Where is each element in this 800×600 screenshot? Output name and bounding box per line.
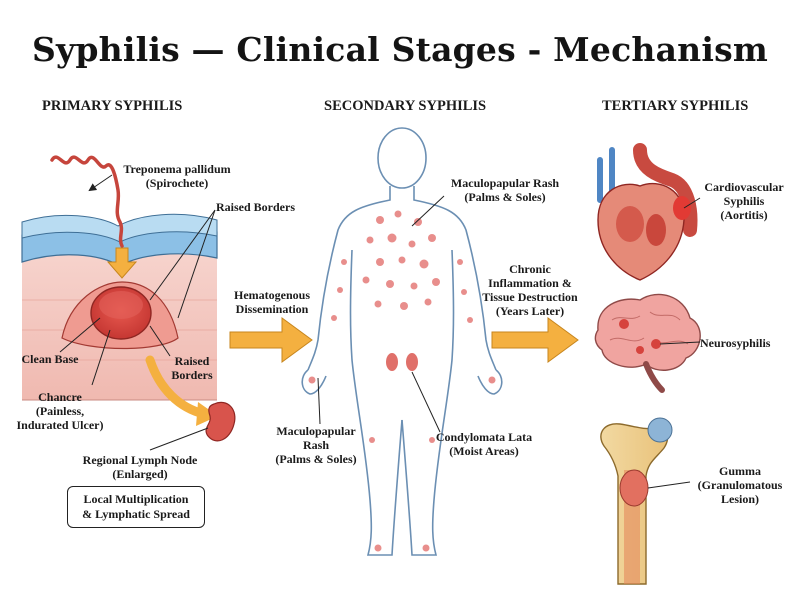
secondary-leader-lines — [317, 195, 445, 433]
label-clean-base: Clean Base — [21, 352, 79, 366]
label-raised-borders-right: Raised Borders — [171, 354, 213, 382]
human-body-outline — [301, 127, 503, 556]
tertiary-leader-lines — [647, 197, 701, 489]
lymph-arrow-head-icon — [196, 402, 218, 426]
section-tertiary: TERTIARY SYPHILIS — [602, 98, 749, 114]
page-title: Syphilis — Clinical Stages - Mechanism — [31, 30, 768, 69]
rash-spots — [308, 210, 496, 552]
label-cardiovascular: Cardiovascular Syphilis (Aortitis) — [704, 180, 784, 222]
spirochete-icon — [50, 155, 124, 248]
brain-icon — [594, 293, 701, 393]
label-lymph-node: Regional Lymph Node (Enlarged) — [82, 453, 198, 481]
chronic-arrow-icon — [491, 317, 579, 363]
gumma-lesion — [619, 469, 649, 507]
label-condylomata: Condylomata Lata (Moist Areas) — [435, 430, 533, 458]
outer-skin-surface — [21, 213, 218, 243]
entry-arrow-icon — [106, 247, 138, 279]
label-raised-borders-top: Raised Borders — [216, 200, 295, 214]
aortitis-lesion — [673, 196, 691, 220]
hematogenous-arrow-icon — [229, 317, 313, 363]
section-primary: PRIMARY SYPHILIS — [42, 98, 183, 114]
label-rash-top: Maculopapular Rash (Palms & Soles) — [450, 176, 560, 204]
spread-summary-box: Local Multiplication & Lymphatic Spread — [67, 486, 205, 528]
condylomata-icon — [386, 353, 418, 371]
label-neurosyphilis: Neurosyphilis — [700, 336, 771, 350]
section-secondary: SECONDARY SYPHILIS — [324, 98, 487, 114]
label-chronic: Chronic Inflammation & Tissue Destructio… — [482, 262, 578, 318]
label-hematogenous: Hematogenous Dissemination — [234, 288, 310, 316]
lymph-node-icon — [205, 401, 236, 442]
heart-icon — [597, 143, 698, 281]
label-gumma: Gumma (Granulomatous Lesion) — [697, 464, 783, 506]
bone-icon — [600, 417, 673, 585]
head — [377, 127, 427, 189]
label-chancre: Chancre (Painless, Indurated Ulcer) — [16, 390, 104, 432]
primary-leader-lines — [59, 174, 216, 451]
label-treponema: Treponema pallidum (Spirochete) — [123, 162, 231, 190]
label-rash-bottom: Maculopapular Rash (Palms & Soles) — [275, 424, 357, 466]
lymph-spread-arrow — [145, 355, 209, 419]
